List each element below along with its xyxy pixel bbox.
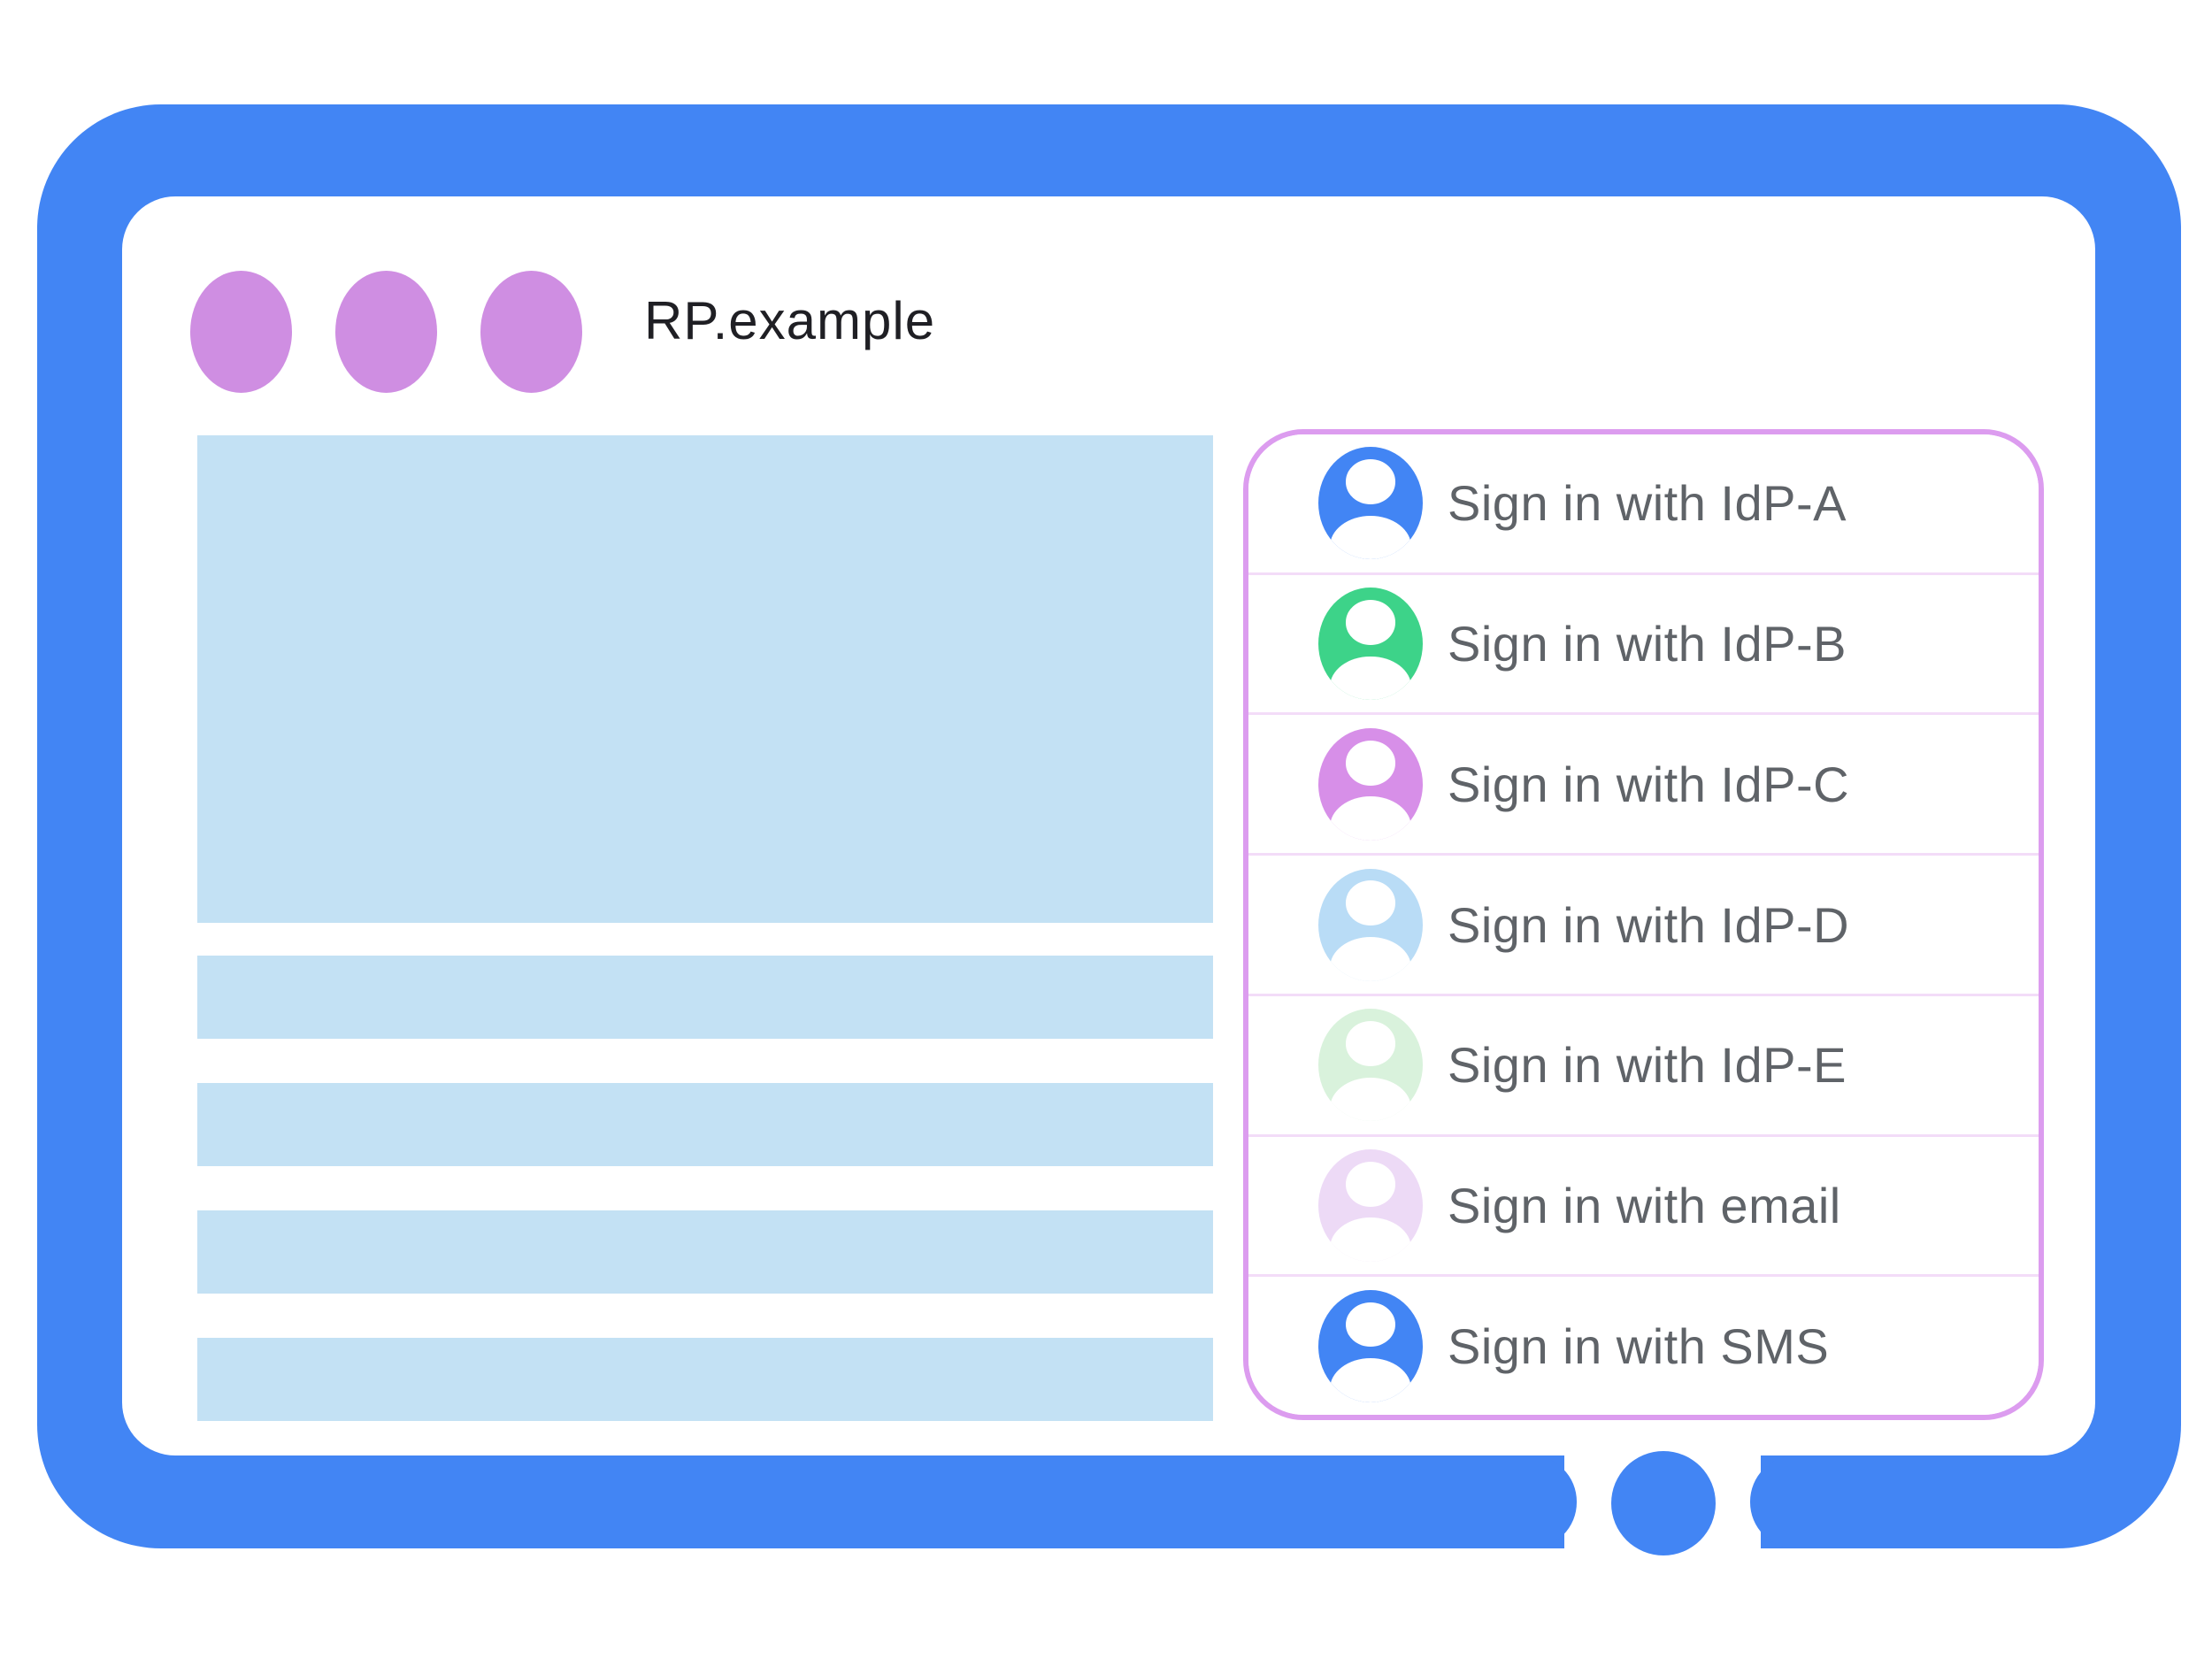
signin-option-label: Sign in with IdP-B <box>1448 616 1847 672</box>
avatar-head <box>1345 1021 1396 1066</box>
avatar-head <box>1345 1302 1396 1348</box>
person-icon <box>1318 727 1423 841</box>
avatar-shoulders <box>1329 1077 1411 1122</box>
content-placeholder-bar <box>197 1338 1213 1421</box>
person-icon <box>1318 1009 1423 1122</box>
person-icon <box>1318 447 1423 560</box>
signin-option-idp-a[interactable]: Sign in with IdP-A <box>1248 434 2039 572</box>
content-placeholder-bar <box>197 1083 1213 1166</box>
signin-option-idp-e[interactable]: Sign in with IdP-E <box>1248 993 2039 1134</box>
signin-panel: Sign in with IdP-A Sign in with IdP-B Si… <box>1243 429 2044 1420</box>
signin-option-label: Sign in with IdP-C <box>1448 756 1850 812</box>
window-dot-icon <box>190 271 292 393</box>
signin-option-label: Sign in with IdP-D <box>1448 896 1850 953</box>
bezel-bar-left-cap <box>1494 1455 1577 1548</box>
home-button-icon[interactable] <box>1611 1451 1716 1555</box>
avatar-head <box>1345 459 1396 505</box>
signin-option-label: Sign in with email <box>1448 1177 1841 1233</box>
avatar-shoulders <box>1329 515 1411 560</box>
avatar-head <box>1345 740 1396 786</box>
page-title: RP.example <box>644 291 936 350</box>
content-placeholder-bar <box>197 956 1213 1039</box>
signin-option-label: Sign in with IdP-A <box>1448 475 1847 532</box>
bezel-bar-right-cap <box>1750 1455 1833 1548</box>
signin-option-idp-b[interactable]: Sign in with IdP-B <box>1248 572 2039 713</box>
signin-option-sms[interactable]: Sign in with SMS <box>1248 1274 2039 1415</box>
window-dot-icon <box>480 271 582 393</box>
avatar-shoulders <box>1329 656 1411 701</box>
signin-option-label: Sign in with IdP-E <box>1448 1037 1847 1094</box>
person-icon <box>1318 588 1423 701</box>
person-icon <box>1318 868 1423 981</box>
signin-option-email[interactable]: Sign in with email <box>1248 1133 2039 1275</box>
avatar-head <box>1345 880 1396 926</box>
signin-option-label: Sign in with SMS <box>1448 1317 1830 1374</box>
person-icon <box>1318 1289 1423 1402</box>
avatar-head <box>1345 600 1396 645</box>
signin-option-idp-d[interactable]: Sign in with IdP-D <box>1248 853 2039 994</box>
avatar-head <box>1345 1161 1396 1207</box>
avatar-shoulders <box>1329 1217 1411 1262</box>
window-dot-icon <box>335 271 437 393</box>
content-placeholder-hero <box>197 435 1213 923</box>
content-placeholder-bar <box>197 1210 1213 1294</box>
person-icon <box>1318 1148 1423 1262</box>
avatar-shoulders <box>1329 1358 1411 1402</box>
avatar-shoulders <box>1329 936 1411 981</box>
avatar-shoulders <box>1329 796 1411 841</box>
signin-option-idp-c[interactable]: Sign in with IdP-C <box>1248 712 2039 854</box>
